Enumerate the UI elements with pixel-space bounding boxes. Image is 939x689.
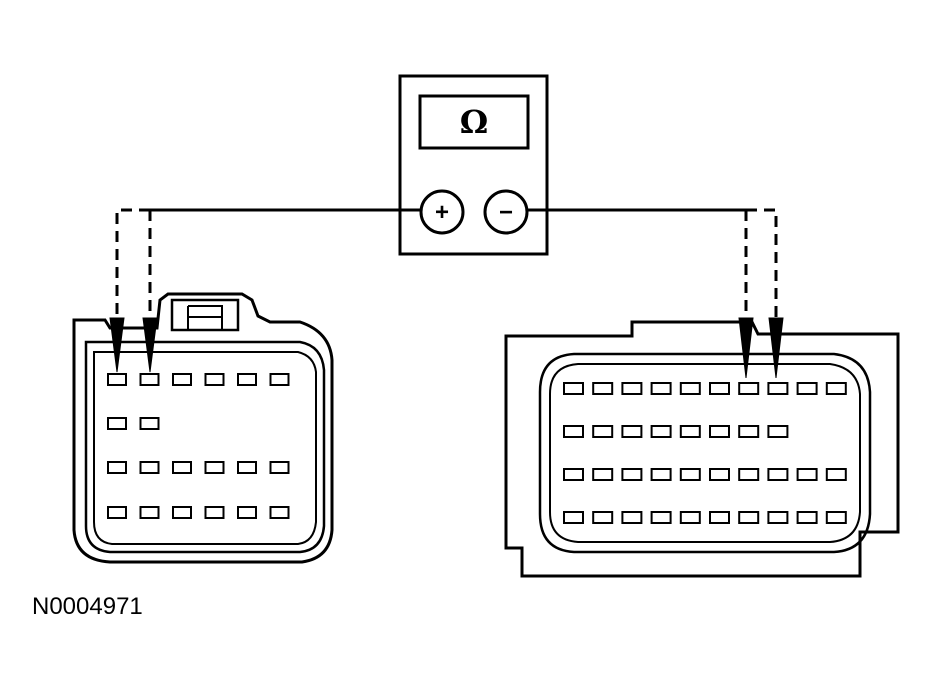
left-connector-pin (237, 461, 257, 474)
left-connector-rim-outer (84, 340, 326, 554)
left-connector-rim-inner (93, 351, 317, 545)
right-connector-pin (796, 382, 818, 395)
right-connector-pin (767, 468, 789, 481)
right-connector-pin (738, 382, 760, 395)
right-connector-pin (738, 425, 760, 438)
right-connector-pin (709, 468, 730, 481)
left-connector-pin (269, 373, 290, 386)
probe-tip-left-2 (142, 317, 158, 373)
right-connector-pin (796, 511, 818, 524)
figure-id: N0004971 (32, 593, 143, 620)
right-connector-pin (650, 468, 672, 481)
left-connector-pin (269, 461, 290, 474)
right-connector-pin (825, 382, 847, 395)
probe-tip-left-1 (109, 317, 125, 373)
positive-terminal (419, 189, 465, 235)
right-connector-pin (563, 468, 584, 481)
right-connector-pins (563, 382, 847, 524)
right-connector-pin (621, 468, 643, 481)
left-connector-pin (107, 373, 127, 386)
right-connector-pin (650, 511, 672, 524)
left-connector-pin (269, 506, 290, 519)
right-connector-pin (592, 511, 614, 524)
right-connector-pin (767, 382, 789, 395)
right-connector-pin (563, 425, 584, 438)
left-connector-pin (107, 461, 127, 474)
left-connector-housing (72, 292, 334, 564)
right-connector-pin (563, 511, 584, 524)
right-connector-pin (738, 468, 760, 481)
left-connector-latch (170, 298, 240, 332)
right-connector-pin (825, 468, 847, 481)
right-connector-pin (825, 511, 847, 524)
right-connector-rim-outer (538, 352, 872, 554)
negative-terminal-label: − (499, 199, 513, 226)
positive-terminal-label: + (435, 199, 449, 226)
left-connector-pins (107, 373, 290, 519)
probe-tip-right-1 (738, 317, 754, 379)
right-connector-pin (709, 382, 730, 395)
right-connector-rim-inner (549, 363, 861, 543)
left-connector-pin (107, 417, 127, 430)
right-connector-pin (796, 468, 818, 481)
right-connector-pin (767, 425, 789, 438)
right-connector-pin (738, 511, 760, 524)
right-connector-pin (621, 511, 643, 524)
left-connector-pin (139, 417, 160, 430)
left-connector-pin (172, 506, 192, 519)
right-connector-housing (504, 320, 900, 578)
ohmmeter-display (418, 94, 530, 150)
ohm-symbol: Ω (460, 103, 488, 141)
negative-lead-probe-2 (746, 208, 778, 318)
probe-tips (109, 317, 784, 379)
left-connector-pin (204, 506, 225, 519)
right-connector-pin (621, 425, 643, 438)
right-connector-pin (679, 468, 701, 481)
right-connector-pin (679, 425, 701, 438)
probe-tip-right-2 (768, 317, 784, 379)
positive-lead-probe-1 (115, 208, 150, 318)
left-connector-pin (172, 461, 192, 474)
left-connector-pin (204, 373, 225, 386)
right-connector-pin (650, 425, 672, 438)
right-connector-pin (592, 382, 614, 395)
right-connector-pin (767, 511, 789, 524)
right-connector-pin (650, 382, 672, 395)
right-connector-pin (621, 382, 643, 395)
left-connector (72, 292, 334, 564)
right-connector (504, 320, 900, 578)
right-connector-pin (592, 425, 614, 438)
test-leads (115, 208, 778, 318)
left-connector-pin (139, 506, 160, 519)
left-connector-pin (107, 506, 127, 519)
ohmmeter: Ω + − (398, 74, 549, 256)
right-connector-pin (563, 382, 584, 395)
right-connector-pin (709, 511, 730, 524)
left-connector-pin (204, 461, 225, 474)
right-connector-pin (709, 425, 730, 438)
right-connector-pin (592, 468, 614, 481)
left-connector-pin (172, 373, 192, 386)
right-connector-pin (679, 511, 701, 524)
left-connector-latch-detail (187, 305, 223, 330)
left-connector-pin (237, 373, 257, 386)
right-connector-pin (679, 382, 701, 395)
left-connector-pin (139, 461, 160, 474)
left-connector-pin (139, 373, 160, 386)
left-connector-pin (237, 506, 257, 519)
negative-terminal (483, 189, 529, 235)
